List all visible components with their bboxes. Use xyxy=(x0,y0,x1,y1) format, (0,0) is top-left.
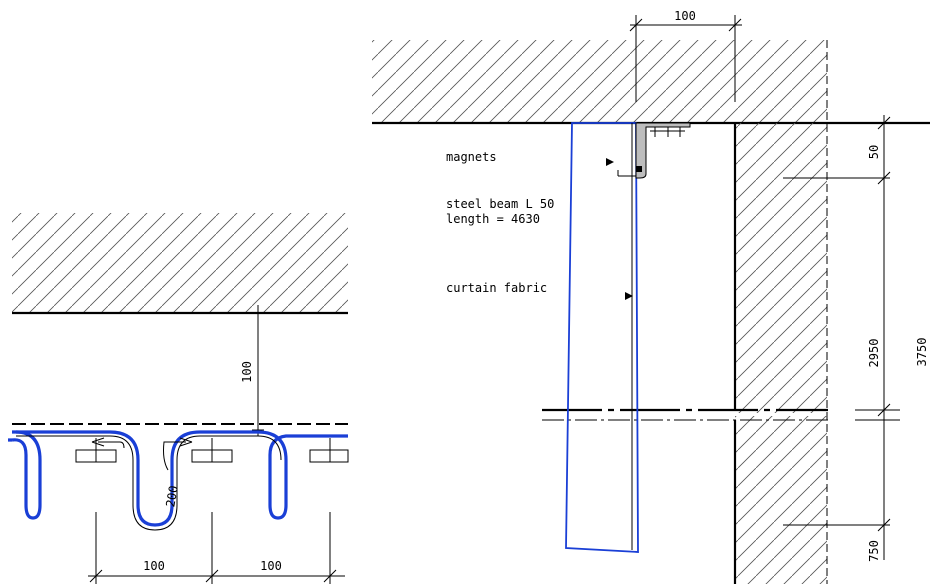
plan-magnet-left xyxy=(75,438,117,463)
section-wall-hatch xyxy=(735,123,827,413)
section-dim-50: 50 xyxy=(867,145,881,159)
fabric-pointer xyxy=(625,292,633,300)
plan-depth-dim: 100 xyxy=(240,361,254,383)
plan-ceiling-hatch xyxy=(12,213,348,313)
magnets-label: magnets xyxy=(446,150,497,164)
plan-spacing-dim-2: 100 xyxy=(260,559,282,573)
section-dim-750: 750 xyxy=(867,540,881,562)
section-top-dim: 100 xyxy=(674,9,696,23)
section-dim-3750: 3750 xyxy=(915,338,929,367)
section-ceiling-hatch xyxy=(372,40,827,123)
curtain-fabric-label: curtain fabric xyxy=(446,281,547,295)
plan-spacing-dim-1: 100 xyxy=(143,559,165,573)
plan-detail: 100 200 100 100 xyxy=(8,213,349,584)
plan-magnet-right xyxy=(309,438,349,463)
section-dim-2950: 2950 xyxy=(867,339,881,368)
steel-beam-label-line2: length = 4630 xyxy=(446,212,540,226)
section-curtain-fabric xyxy=(565,122,639,553)
steel-beam-l50 xyxy=(635,122,691,179)
section-detail: 100 magnets steel beam L 50 length = 463… xyxy=(372,9,930,584)
plan-curtain-fabric xyxy=(8,430,42,520)
plan-magnet-middle xyxy=(191,438,233,463)
plan-loop-dim: 200 xyxy=(163,484,181,508)
steel-beam-label-line1: steel beam L 50 xyxy=(446,197,554,211)
magnets-pointer xyxy=(606,158,614,166)
